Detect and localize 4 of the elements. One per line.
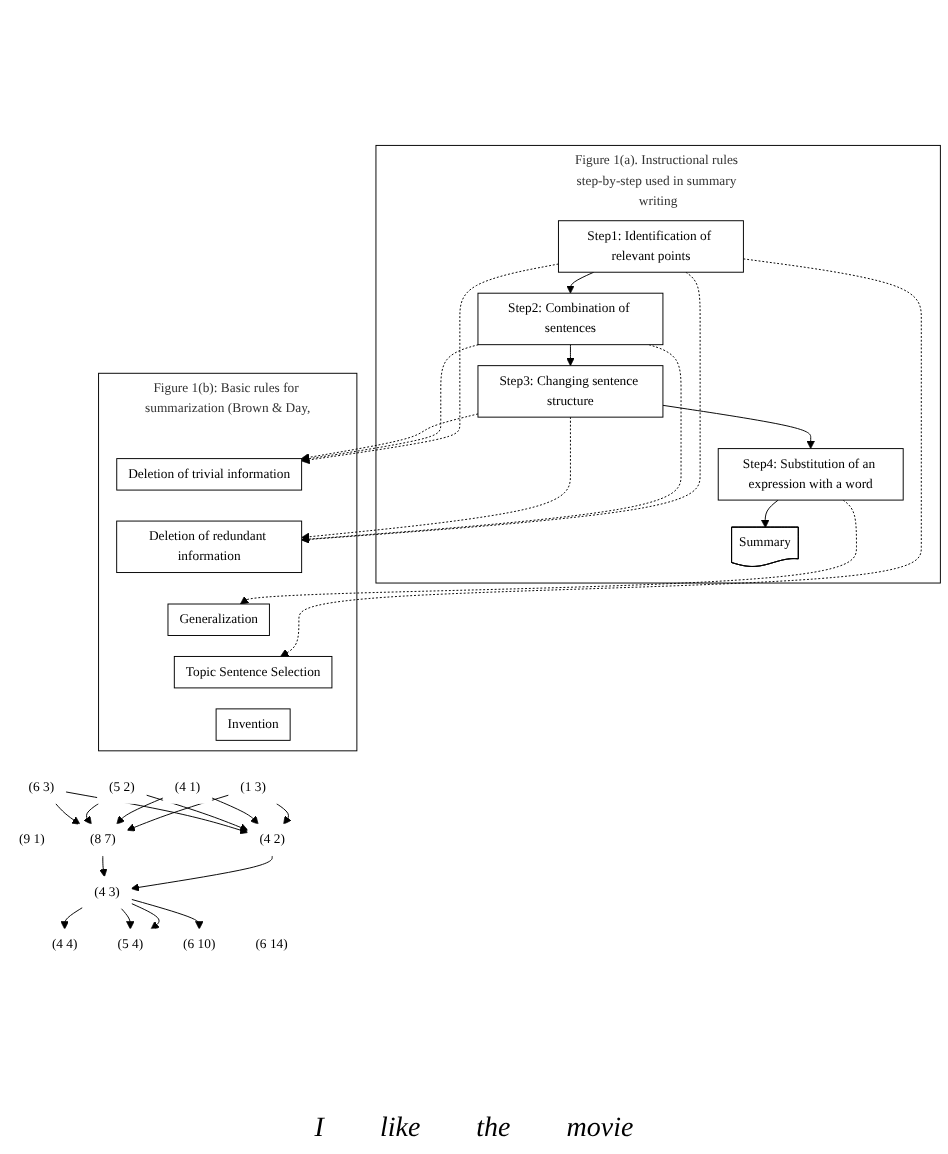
column-heading: movie	[566, 1114, 634, 1146]
column-heading: like	[379, 1114, 421, 1146]
column-heading: I	[314, 1114, 324, 1146]
column-heading: the	[476, 1114, 511, 1146]
